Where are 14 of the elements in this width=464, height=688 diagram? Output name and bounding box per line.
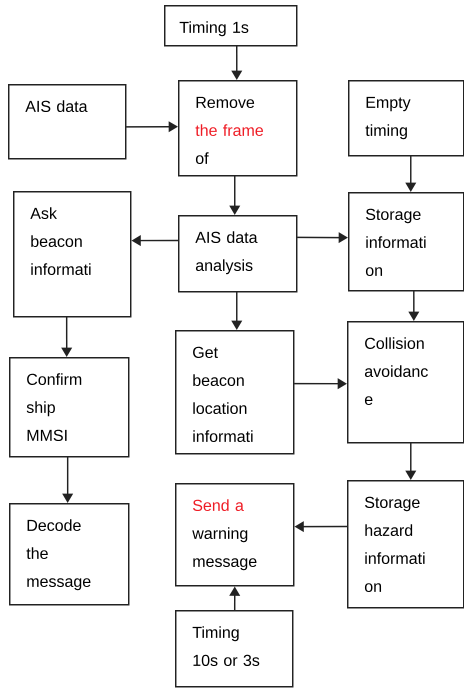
process-box: Get beacon location informati <box>175 330 294 454</box>
process-box: Collision avoidanc e <box>347 321 464 444</box>
process-box: Storage hazard informati on <box>347 480 464 608</box>
process-box: Empty timing <box>348 80 464 156</box>
process-box: AIS data analysis <box>178 215 298 292</box>
process-box: Confirm ship MMSI <box>9 357 130 458</box>
process-box: Timing 1s <box>164 5 298 46</box>
process-box: Decode the message <box>9 503 130 606</box>
process-box: Storage informati on <box>348 192 464 292</box>
process-box: AIS data <box>8 84 126 160</box>
process-box: Timing 10s or 3s <box>175 610 294 688</box>
process-box: Send a warning message <box>175 483 294 586</box>
process-box: Remove the frame of <box>178 80 298 176</box>
process-box: Ask beacon informati <box>13 191 132 318</box>
